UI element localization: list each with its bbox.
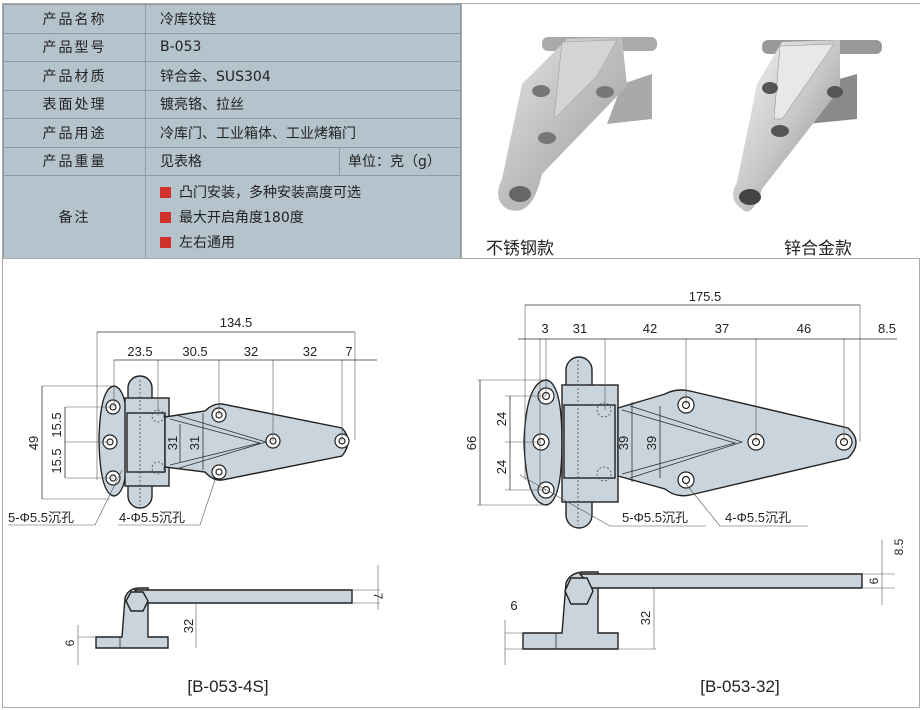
table-row: 产品材质锌合金、SUS304 xyxy=(3,61,461,91)
page-frame xyxy=(2,3,920,708)
bullet-icon xyxy=(160,236,171,248)
top-view-32: 175.5 3 31 42 37 46 8.5 66 24 24 39 39 5… xyxy=(464,289,897,529)
note-item: 凸门安装，多种安装高度可选 xyxy=(160,180,460,205)
notes-label: 备注 xyxy=(3,175,146,259)
model-label: [B-053-32] xyxy=(700,677,779,696)
dim-side-thickness: 7 xyxy=(371,593,385,600)
bullet-icon xyxy=(160,186,171,198)
section-divider xyxy=(2,258,920,259)
hinge-photos-image xyxy=(498,37,882,212)
holes-label-left: 5-Φ5.5沉孔 xyxy=(622,510,688,525)
dim-height: 66 xyxy=(464,436,479,450)
zinc-caption: 锌合金款 xyxy=(784,239,852,259)
side-view-4s: 32 7 6 [B-053-4S] xyxy=(63,565,385,696)
dim-inner: 31 xyxy=(165,436,180,450)
dim-segment: 8.5 xyxy=(878,321,896,336)
dim-inner: 39 xyxy=(616,436,631,450)
dim-side-height: 32 xyxy=(181,619,196,633)
dim-inner: 31 xyxy=(187,436,202,450)
stainless-caption: 不锈钢款 xyxy=(486,239,554,259)
dim-side-thickness: 6 xyxy=(867,577,881,584)
side-view-32: 32 6 8.5 6 [B-053-32] xyxy=(504,538,906,696)
table-row: 表面处理镀亮铬、拉丝 xyxy=(3,89,461,119)
dim-side-height: 32 xyxy=(638,611,653,625)
row-value: 冷库门、工业箱体、工业烤箱门 xyxy=(145,118,461,148)
dim-height: 49 xyxy=(26,436,41,450)
dim-segment: 31 xyxy=(573,321,587,336)
notes-list: 凸门安装，多种安装高度可选 最大开启角度180度 左右通用 xyxy=(145,175,461,259)
row-value: 镀亮铬、拉丝 xyxy=(145,89,461,119)
dim-segment: 37 xyxy=(715,321,729,336)
dim-segment: 46 xyxy=(797,321,811,336)
stainless-hinge-photo xyxy=(498,37,657,211)
row-label: 产品用途 xyxy=(3,118,146,148)
dim-inner: 39 xyxy=(644,436,659,450)
dim-overall: 134.5 xyxy=(220,315,253,330)
dim-segment: 23.5 xyxy=(127,344,152,359)
zinc-hinge-photo xyxy=(733,40,882,212)
holes-label-left: 5-Φ5.5沉孔 xyxy=(8,510,74,525)
table-row: 产品用途冷库门、工业箱体、工业烤箱门 xyxy=(3,118,461,148)
dim-segment: 3 xyxy=(541,321,548,336)
dim-side-offset: 8.5 xyxy=(892,538,906,555)
table-row: 产品重量见表格单位：克（g） xyxy=(3,146,461,176)
model-label: [B-053-4S] xyxy=(187,677,268,696)
dim-segment: 32 xyxy=(303,344,317,359)
dim-segment: 7 xyxy=(345,344,352,359)
dim-pitch: 24 xyxy=(494,412,509,426)
row-label: 产品重量 xyxy=(3,146,146,176)
dim-segment: 30.5 xyxy=(182,344,207,359)
note-item: 最大开启角度180度 xyxy=(160,205,460,230)
dim-segment: 32 xyxy=(244,344,258,359)
dim-pitch: 24 xyxy=(494,460,509,474)
holes-label-right: 4-Φ5.5沉孔 xyxy=(119,510,185,525)
dim-side-base: 6 xyxy=(63,639,77,646)
dim-segment: 42 xyxy=(643,321,657,336)
row-label: 产品型号 xyxy=(3,32,146,62)
holes-label-right: 4-Φ5.5沉孔 xyxy=(725,510,791,525)
top-view-4s: 134.5 23.5 30.5 32 32 7 49 15.5 15.5 31 … xyxy=(8,315,377,526)
product-photos: 不锈钢款 锌合金款 xyxy=(461,4,921,259)
dim-overall: 175.5 xyxy=(689,289,722,304)
bullet-icon xyxy=(160,211,171,223)
dim-pitch: 15.5 xyxy=(49,448,64,473)
dim-side-base: 6 xyxy=(510,598,517,613)
row-value: 锌合金、SUS304 xyxy=(145,61,461,91)
note-item: 左右通用 xyxy=(160,230,460,255)
table-row: 备注 凸门安装，多种安装高度可选 最大开启角度180度 左右通用 xyxy=(3,175,461,259)
dim-pitch: 15.5 xyxy=(49,412,64,437)
weight-unit: 单位：克（g） xyxy=(339,146,461,176)
